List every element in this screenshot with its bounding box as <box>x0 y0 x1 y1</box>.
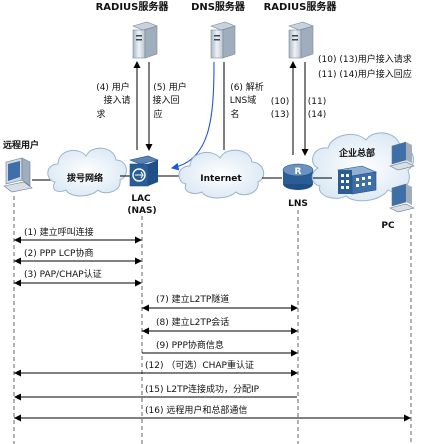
lac-nas-label: (NAS) <box>127 206 156 216</box>
annotation-6: (6) 解析 LNS域 名 <box>230 81 264 120</box>
lac-label: LAC <box>131 194 151 204</box>
svg-text:接入请: 接入请 <box>103 94 130 106</box>
svg-text:(9) PPP协商信息: (9) PPP协商信息 <box>156 339 224 351</box>
svg-text:R: R <box>295 167 302 177</box>
svg-text:(10): (10) <box>271 97 289 107</box>
hq-label: 企业总部 <box>338 147 375 159</box>
svg-text:(6) 解析: (6) 解析 <box>230 81 264 93</box>
annotation-11-14: (11) (14) <box>308 97 326 120</box>
dns-server-icon <box>210 21 236 59</box>
hq-building-icon <box>336 165 378 195</box>
svg-text:(12) （可选）CHAP重认证: (12) （可选）CHAP重认证 <box>145 359 254 371</box>
dialup-cloud <box>47 147 127 197</box>
dns-resolve-arrow <box>170 61 215 171</box>
step-1: (1) 建立呼叫连接 <box>14 226 142 244</box>
dns-server-label: DNS服务器 <box>191 0 246 13</box>
annotation-right-request: (10) (13)用户接入请求 <box>318 53 412 65</box>
lac-device-icon <box>128 155 160 187</box>
step-8: (8) 建立L2TP会话 <box>142 316 298 335</box>
svg-text:应: 应 <box>153 108 162 120</box>
svg-text:(2) PPP LCP协商: (2) PPP LCP协商 <box>24 247 93 259</box>
svg-text:(7) 建立L2TP隧道: (7) 建立L2TP隧道 <box>156 293 229 305</box>
remote-user-pc-icon <box>3 157 33 193</box>
svg-text:求: 求 <box>96 108 105 120</box>
svg-text:(15) L2TP连接成功，分配IP: (15) L2TP连接成功，分配IP <box>145 383 260 395</box>
annotation-5: (5) 用户 接入回 应 <box>152 81 186 120</box>
svg-text:(14): (14) <box>308 110 326 120</box>
lns-label: LNS <box>288 199 308 209</box>
radius-server-left-label: RADIUS服务器 <box>96 0 170 13</box>
svg-text:接入回: 接入回 <box>152 94 179 106</box>
radius-server-left-icon <box>132 21 158 59</box>
svg-text:(11): (11) <box>308 97 326 107</box>
lns-router-icon: R <box>282 163 314 190</box>
hq-pc-icon-top <box>389 141 415 171</box>
annotation-10-13: (10) (13) <box>271 97 289 120</box>
annotation-right-response: (11) (14)用户接入回应 <box>318 68 412 80</box>
svg-text:(5) 用户: (5) 用户 <box>153 81 187 93</box>
step-2: (2) PPP LCP协商 <box>14 247 142 265</box>
svg-text:(4) 用户: (4) 用户 <box>96 81 130 93</box>
svg-text:(16) 远程用户和总部通信: (16) 远程用户和总部通信 <box>145 404 247 416</box>
step-9: (9) PPP协商信息 <box>142 339 298 357</box>
step-15: (15) L2TP连接成功，分配IP <box>14 383 297 401</box>
radius-server-right-label: RADIUS服务器 <box>264 0 338 13</box>
step-3: (3) PAP/CHAP认证 <box>14 268 142 287</box>
svg-text:(13): (13) <box>271 110 289 120</box>
step-12: (12) （可选）CHAP重认证 <box>14 359 298 377</box>
svg-text:(3) PAP/CHAP认证: (3) PAP/CHAP认证 <box>24 268 102 280</box>
step-16: (16) 远程用户和总部通信 <box>14 404 411 422</box>
hq-pc-icon-bottom <box>389 183 415 213</box>
pc-label: PC <box>381 221 395 231</box>
remote-user-label: 远程用户 <box>3 139 39 151</box>
internet-cloud <box>178 149 265 199</box>
svg-text:(8) 建立L2TP会话: (8) 建立L2TP会话 <box>156 316 229 328</box>
svg-text:(1) 建立呼叫连接: (1) 建立呼叫连接 <box>24 226 94 238</box>
internet-label: Internet <box>200 174 242 184</box>
annotation-4: (4) 用户 接入请 求 <box>96 81 130 120</box>
dialup-network-label: 拨号网络 <box>67 172 103 184</box>
svg-text:LNS域: LNS域 <box>230 94 256 106</box>
radius-server-right-icon <box>288 21 314 59</box>
svg-text:名: 名 <box>230 108 239 120</box>
step-7: (7) 建立L2TP隧道 <box>142 293 298 312</box>
